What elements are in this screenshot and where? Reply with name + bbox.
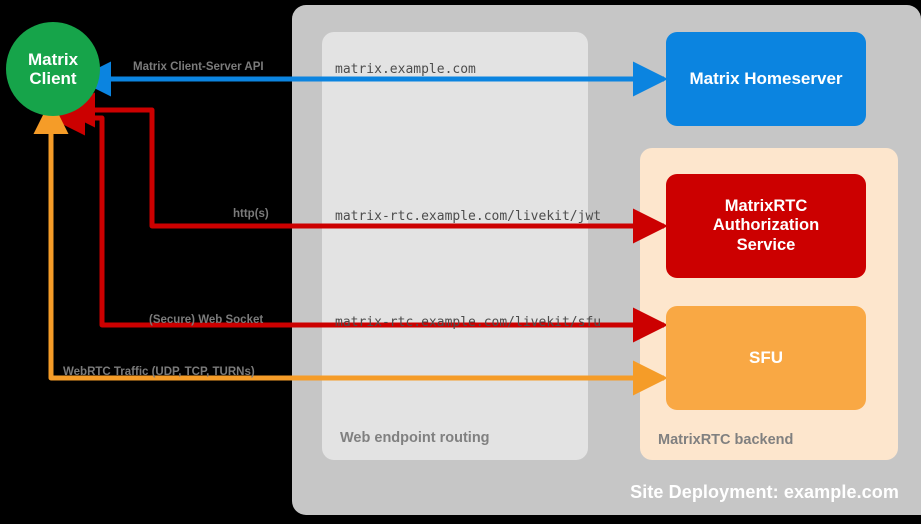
web-endpoint-routing-label: Web endpoint routing <box>340 430 490 446</box>
link-label-secure-websocket: (Secure) Web Socket <box>149 314 264 326</box>
link-label-http-jwt: http(s) <box>233 208 269 220</box>
link-endpoint-matrix-example-com: matrix.example.com <box>335 62 476 77</box>
link-label-matrix-client-server-api: Matrix Client-Server API <box>133 61 264 73</box>
link-label-webrtc-traffic: WebRTC Traffic (UDP, TCP, TURNs) <box>63 366 255 378</box>
matrix-client-label-line2: Client <box>29 69 77 88</box>
sfu-label: SFU <box>749 348 783 368</box>
node-matrix-homeserver[interactable]: Matrix Homeserver <box>666 32 866 126</box>
node-sfu[interactable]: SFU <box>666 306 866 410</box>
node-matrix-client[interactable]: Matrix Client <box>6 22 100 116</box>
site-deployment-label: Site Deployment: example.com <box>630 482 899 502</box>
link-endpoint-livekit-jwt: matrix-rtc.example.com/livekit/jwt <box>335 209 602 224</box>
matrix-homeserver-label: Matrix Homeserver <box>689 69 843 89</box>
matrix-client-label-line1: Matrix <box>27 49 79 69</box>
node-matrixrtc-authorization-service[interactable]: MatrixRTC Authorization Service <box>666 174 866 278</box>
matrixrtc-authorization-service-label: MatrixRTC Authorization Service <box>712 197 820 254</box>
connector-webrtc-traffic <box>33 99 669 396</box>
link-endpoint-livekit-sfu: matrix-rtc.example.com/livekit/sfu <box>335 315 602 330</box>
matrixrtc-backend-label: MatrixRTC backend <box>658 432 794 448</box>
